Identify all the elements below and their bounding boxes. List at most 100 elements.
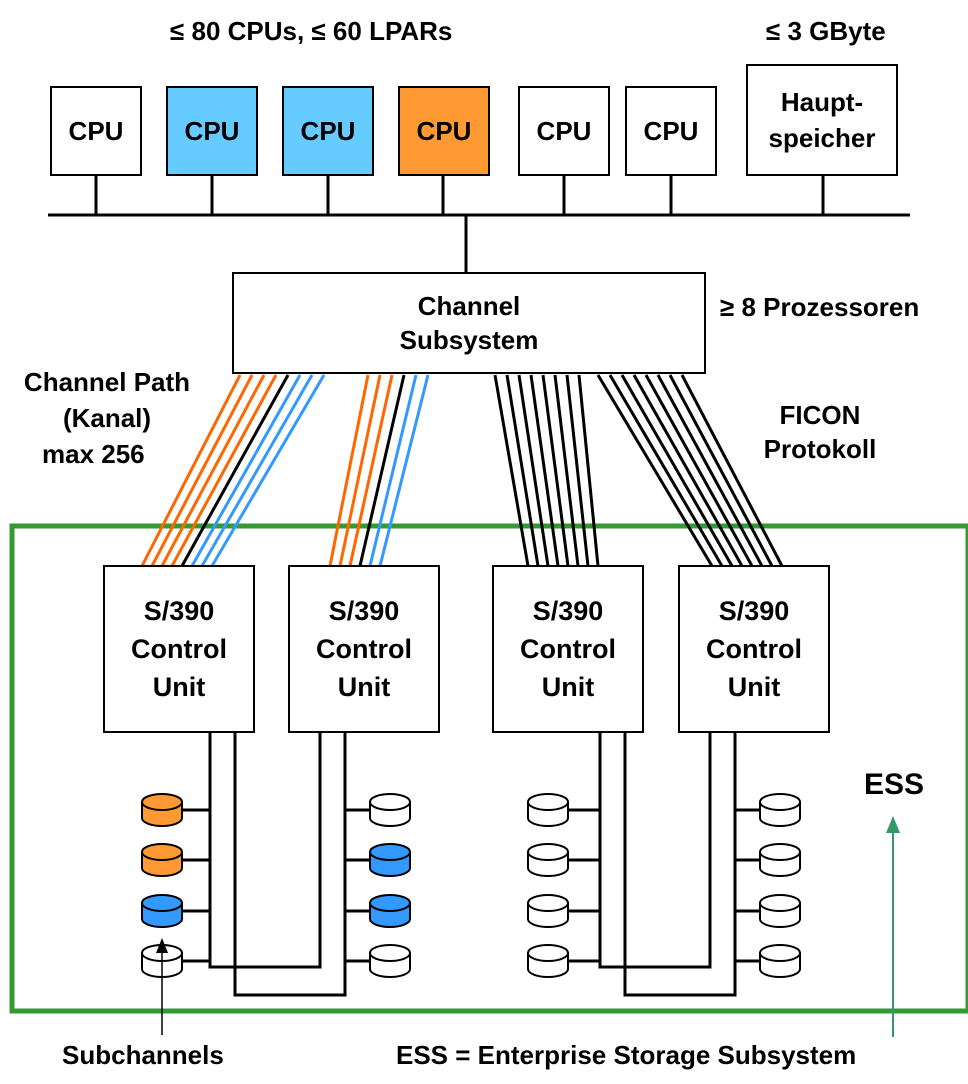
ess-frame xyxy=(9,523,968,1014)
subchannel-disk-top xyxy=(759,843,801,861)
channel-subsystem-line1: Channel xyxy=(417,291,521,321)
channel-path-line2: (Kanal) xyxy=(62,403,152,433)
cu-line3: Unit xyxy=(152,672,206,702)
channel-path-line xyxy=(493,374,530,567)
channel-path-line xyxy=(160,374,266,567)
channel-path-line1: Channel Path xyxy=(23,367,191,397)
channel-path-line xyxy=(180,374,290,567)
cpu-label: CPU xyxy=(300,115,356,146)
subchannel-disk-top xyxy=(369,894,411,912)
cpu-box-1: CPU xyxy=(50,86,142,176)
channel-path-line xyxy=(190,374,302,567)
cu-line3: Unit xyxy=(727,672,781,702)
subchannel-disk-top xyxy=(759,944,801,962)
subchannel-disk-top xyxy=(759,793,801,811)
cu-line1: S/390 xyxy=(328,596,400,626)
channel-path-line xyxy=(140,374,242,567)
subchannels-arrowhead xyxy=(156,938,168,953)
channel-path-label: Channel Path (Kanal) max 256 xyxy=(2,364,212,472)
channel-path-line xyxy=(529,374,560,567)
channel-path-line xyxy=(632,374,744,567)
cpu-lpar-limit-label: ≤ 80 CPUs, ≤ 60 LPARs xyxy=(170,16,453,46)
subchannels-label: Subchannels xyxy=(62,1040,224,1070)
subchannel-disk-top xyxy=(141,793,183,811)
channel-path-line xyxy=(368,374,418,567)
subchannel-disk-top xyxy=(527,944,569,962)
channel-path-line xyxy=(348,374,394,567)
cu-line2: Control xyxy=(316,634,412,664)
cpu-box-4: CPU xyxy=(398,86,490,176)
control-unit-4: S/390 Control Unit xyxy=(678,565,830,733)
subchannel-disk-top xyxy=(369,793,411,811)
cu-loop-left-outer xyxy=(233,732,347,997)
subchannel-disk-top xyxy=(527,843,569,861)
channel-path-line xyxy=(150,374,254,567)
channel-path-line xyxy=(328,374,370,567)
channel-path-line xyxy=(210,374,326,567)
cu-line2: Control xyxy=(706,634,802,664)
cu-line1: S/390 xyxy=(143,596,215,626)
subchannel-disk-top xyxy=(527,793,569,811)
cpu-label: CPU xyxy=(536,115,592,146)
cu-loop-right-inner xyxy=(598,732,712,969)
channel-subsystem-line2: Subsystem xyxy=(399,325,539,355)
channel-path-line xyxy=(620,374,734,567)
cpu-label: CPU xyxy=(416,115,472,146)
channel-path-line xyxy=(680,374,784,567)
subchannel-disk-top xyxy=(527,894,569,912)
cpu-label: CPU xyxy=(643,115,699,146)
channel-path-line xyxy=(577,374,600,567)
channel-path-line xyxy=(644,374,754,567)
channel-path-line xyxy=(517,374,550,567)
channel-path-line xyxy=(608,374,724,567)
cu-line2: Control xyxy=(131,634,227,664)
cpu-label: CPU xyxy=(184,115,240,146)
channel-subsystem-box: Channel Subsystem xyxy=(232,272,706,374)
control-unit-2: S/390 Control Unit xyxy=(288,565,440,733)
cpu-box-5: CPU xyxy=(518,86,610,176)
subchannel-disk-top xyxy=(141,894,183,912)
cpu-box-3: CPU xyxy=(282,86,374,176)
ess-arrowhead xyxy=(886,816,900,833)
cu-loop-left-inner xyxy=(208,732,322,969)
channel-paths xyxy=(140,374,784,567)
channel-path-line xyxy=(656,374,764,567)
cu-line1: S/390 xyxy=(532,596,604,626)
control-unit-1: S/390 Control Unit xyxy=(103,565,255,733)
ficon-line1: FICON xyxy=(779,400,861,430)
memory-size-label: ≤ 3 GByte xyxy=(766,16,886,46)
cpu-label: CPU xyxy=(68,115,124,146)
cu-line1: S/390 xyxy=(718,596,790,626)
cpu-box-6: CPU xyxy=(625,86,717,176)
cu-line2: Control xyxy=(520,634,616,664)
cu-line3: Unit xyxy=(337,672,391,702)
channel-path-line xyxy=(200,374,314,567)
control-unit-3: S/390 Control Unit xyxy=(492,565,644,733)
cu-line3: Unit xyxy=(541,672,595,702)
channel-path-line xyxy=(668,374,774,567)
memory-label-line2: speicher xyxy=(768,123,876,153)
cu-loop-right-outer xyxy=(623,732,737,997)
channel-path-line xyxy=(541,374,570,567)
main-memory-box: Haupt- speicher xyxy=(746,64,898,176)
subchannel-disk-top xyxy=(369,944,411,962)
channel-path-line xyxy=(505,374,540,567)
channel-path-line xyxy=(358,374,406,567)
channel-path-line xyxy=(338,374,382,567)
channel-path-line xyxy=(565,374,590,567)
channel-path-line xyxy=(170,374,278,567)
ficon-line2: Protokoll xyxy=(763,434,877,464)
subchannel-disks xyxy=(141,793,801,978)
subchannel-disk-top xyxy=(141,843,183,861)
ess-definition-label: ESS = Enterprise Storage Subsystem xyxy=(396,1040,857,1070)
memory-label-line1: Haupt- xyxy=(780,87,864,117)
channel-path-line3: max 256 xyxy=(42,439,145,469)
ficon-protocol-label: FICON Protokoll xyxy=(740,398,900,466)
subchannel-disk-top xyxy=(369,843,411,861)
channel-path-line xyxy=(596,374,714,567)
subchannel-disk-top xyxy=(759,894,801,912)
ess-label: ESS xyxy=(864,768,925,801)
channel-path-line xyxy=(553,374,580,567)
